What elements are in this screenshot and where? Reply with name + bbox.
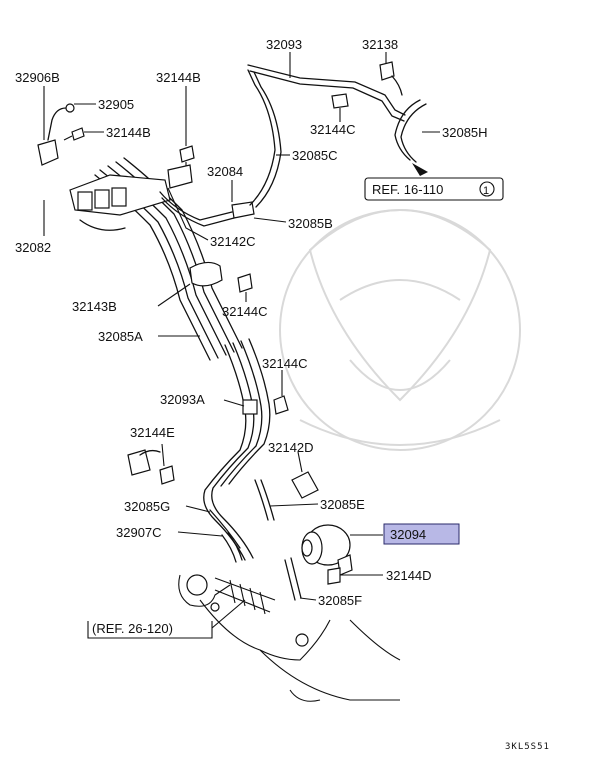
label-32085E: 32085E: [320, 497, 365, 512]
label-32085F: 32085F: [318, 593, 362, 608]
hose-32085B: [159, 191, 255, 227]
label-32143B: 32143B: [72, 299, 117, 314]
label-32085G: 32085G: [124, 499, 170, 514]
watermark-emblem: [279, 209, 521, 451]
label-32144C-low: 32144C: [262, 356, 308, 371]
clamp-32142D: [291, 471, 319, 499]
label-32093-top: 32093: [266, 37, 302, 52]
bolt-32144C-low: [273, 395, 289, 415]
label-32082: 32082: [15, 240, 51, 255]
label-32144D: 32144D: [386, 568, 432, 583]
hose-32085C: [247, 69, 282, 208]
bolt-32144D: [327, 567, 341, 585]
hose-32085F: [284, 557, 302, 601]
hose-bundle-32093A: [203, 338, 271, 561]
label-32085C: 32085C: [292, 148, 338, 163]
label-32084: 32084: [207, 164, 243, 179]
label-32144C-mid: 32144C: [222, 304, 268, 319]
hose-32085E: [254, 479, 275, 521]
label-32138: 32138: [362, 37, 398, 52]
label-32144B-left: 32144B: [106, 125, 151, 140]
label-32094[interactable]: 32094: [390, 527, 426, 542]
label-32093A: 32093A: [160, 392, 205, 407]
leader-lines: [43, 52, 440, 629]
ref-16-110[interactable]: REF. 16-110 1: [364, 177, 504, 201]
diagram-code: 3KL5S51: [505, 742, 550, 752]
label-32085A: 32085A: [98, 329, 143, 344]
label-32085B: 32085B: [288, 216, 333, 231]
bolt-32144C-mid: [237, 273, 253, 293]
bolt-32144C-top: [331, 93, 349, 109]
ref-16-110-text: REF. 16-110: [372, 182, 443, 197]
transmission-outline: [178, 574, 401, 702]
highlight-32094: [383, 523, 460, 545]
clamp-32144B: [167, 145, 195, 189]
part-labels: 32906B 32905 32144B 32144B 32082 32084 3…: [15, 37, 488, 608]
ref-26-120-text: (REF. 26-120): [92, 621, 173, 636]
solenoid-block-32082: [69, 174, 171, 231]
label-32905: 32905: [98, 97, 134, 112]
pipe-32093: [247, 61, 406, 122]
hose-32085H: [394, 99, 428, 176]
label-32144B-top: 32144B: [156, 70, 201, 85]
label-32144C-top: 32144C: [310, 122, 356, 137]
hose-32907C: [221, 532, 243, 563]
bracket-32144E: [127, 449, 175, 485]
label-32144E: 32144E: [130, 425, 175, 440]
ref-16-110-circle: 1: [483, 185, 489, 197]
label-32906B: 32906B: [15, 70, 60, 85]
label-32907C: 32907C: [116, 525, 162, 540]
clamp-32143B: [189, 261, 223, 287]
label-32142C: 32142C: [210, 234, 256, 249]
hose-32085G: [209, 509, 241, 549]
label-32085H: 32085H: [442, 125, 488, 140]
bracket-32906B: [37, 103, 85, 166]
label-32142D: 32142D: [268, 440, 314, 455]
valve-32094: [301, 524, 353, 576]
ref-26-120[interactable]: (REF. 26-120): [87, 621, 213, 639]
